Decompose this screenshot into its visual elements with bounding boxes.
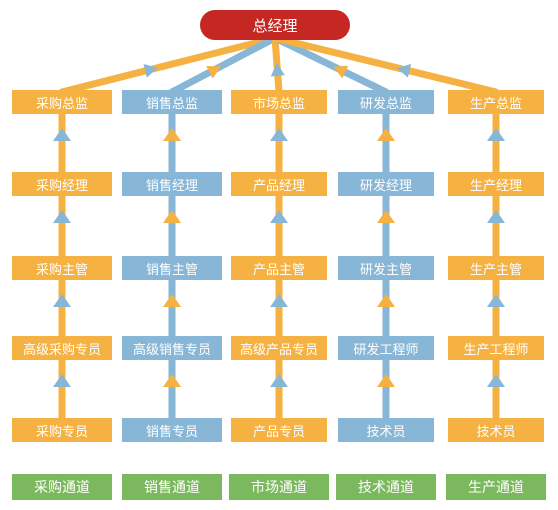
role-box-marketing-1: 市场总监 xyxy=(231,90,327,114)
role-box-production-3: 生产主管 xyxy=(448,256,544,280)
arrow-up-icon xyxy=(53,210,71,223)
role-box-procurement-1: 采购总监 xyxy=(12,90,112,114)
role-box-technical-5: 技术员 xyxy=(338,418,434,442)
arrow-up-icon xyxy=(333,65,349,79)
arrow-up-icon xyxy=(206,66,222,79)
channel-label-procurement: 采购通道 xyxy=(12,474,112,500)
arrow-up-icon xyxy=(270,128,288,141)
role-box-technical-4: 研发工程师 xyxy=(338,336,434,360)
role-box-sales-3: 销售主管 xyxy=(122,256,222,280)
role-box-production-1: 生产总监 xyxy=(448,90,544,114)
role-box-sales-1: 销售总监 xyxy=(122,90,222,114)
role-box-production-2: 生产经理 xyxy=(448,172,544,196)
arrow-up-icon xyxy=(53,294,71,307)
arrow-up-icon xyxy=(163,128,181,141)
arrow-up-icon xyxy=(487,128,505,141)
arrow-up-icon xyxy=(487,374,505,387)
role-box-sales-5: 销售专员 xyxy=(122,418,222,442)
arrow-up-icon xyxy=(377,210,395,223)
role-box-sales-4: 高级销售专员 xyxy=(122,336,222,360)
role-box-production-5: 技术员 xyxy=(448,418,544,442)
general-manager-box: 总经理 xyxy=(200,10,350,40)
arrow-up-icon xyxy=(143,64,158,78)
arrow-up-icon xyxy=(53,374,71,387)
connector-line-top-sales xyxy=(168,34,279,96)
role-box-marketing-5: 产品专员 xyxy=(231,418,327,442)
role-box-technical-3: 研发主管 xyxy=(338,256,434,280)
role-box-marketing-3: 产品主管 xyxy=(231,256,327,280)
arrow-up-icon xyxy=(270,210,288,223)
arrow-up-icon xyxy=(270,294,288,307)
arrow-up-icon xyxy=(377,294,395,307)
general-manager-label: 总经理 xyxy=(252,16,298,35)
connector-line-top-procurement xyxy=(58,34,279,96)
role-box-marketing-2: 产品经理 xyxy=(231,172,327,196)
role-box-sales-2: 销售经理 xyxy=(122,172,222,196)
arrow-up-icon xyxy=(53,128,71,141)
arrow-up-icon xyxy=(163,374,181,387)
connector-line-top-technical xyxy=(271,34,390,96)
channel-label-marketing: 市场通道 xyxy=(229,474,329,500)
channel-label-technical: 技术通道 xyxy=(336,474,436,500)
arrow-up-icon xyxy=(163,210,181,223)
role-box-procurement-3: 采购主管 xyxy=(12,256,112,280)
arrow-up-icon xyxy=(396,63,412,78)
arrow-up-icon xyxy=(163,294,181,307)
arrow-up-icon xyxy=(377,128,395,141)
role-box-procurement-5: 采购专员 xyxy=(12,418,112,442)
channel-label-sales: 销售通道 xyxy=(122,474,222,500)
role-box-technical-2: 研发经理 xyxy=(338,172,434,196)
role-box-technical-1: 研发总监 xyxy=(338,90,434,114)
role-box-production-4: 生产工程师 xyxy=(448,336,544,360)
role-box-marketing-4: 高级产品专员 xyxy=(231,336,327,360)
connector-line-top-production xyxy=(271,34,500,96)
role-box-procurement-4: 高级采购专员 xyxy=(12,336,112,360)
arrow-up-icon xyxy=(270,62,285,77)
arrow-up-icon xyxy=(487,210,505,223)
arrow-up-icon xyxy=(377,374,395,387)
arrow-up-icon xyxy=(270,374,288,387)
arrow-up-icon xyxy=(487,294,505,307)
role-box-procurement-2: 采购经理 xyxy=(12,172,112,196)
channel-label-production: 生产通道 xyxy=(446,474,546,500)
